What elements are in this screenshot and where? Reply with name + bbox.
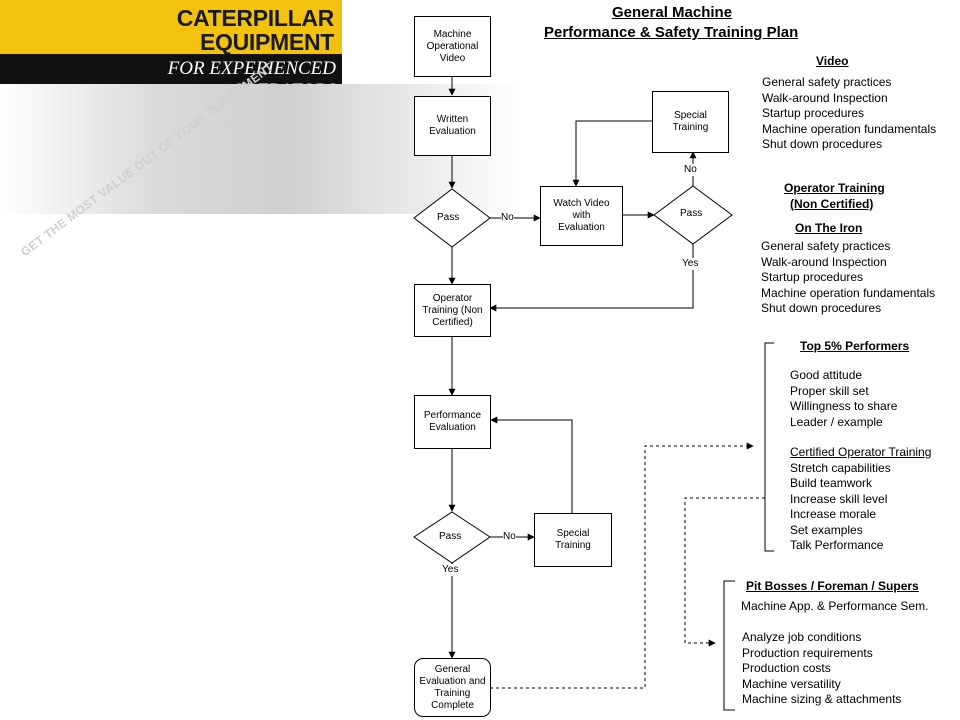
on-the-iron-heading: On The Iron bbox=[795, 221, 863, 235]
certified-training-subheading: Certified Operator Training bbox=[790, 445, 932, 459]
list-item: Walk-around Inspection bbox=[761, 254, 887, 269]
list-item: Leader / example bbox=[790, 414, 883, 429]
special-training-box-1: Special Training bbox=[652, 91, 729, 153]
general-evaluation-box: General Evaluation and Training Complete bbox=[414, 658, 491, 717]
operator-training-box: Operator Training (Non Certified) bbox=[414, 284, 491, 337]
list-item: Startup procedures bbox=[761, 270, 864, 284]
written-evaluation-box: Written Evaluation bbox=[414, 96, 491, 156]
pit-bosses-heading: Pit Bosses / Foreman / Supers bbox=[746, 579, 919, 593]
list-item: Stretch capabilities bbox=[790, 460, 891, 475]
logo-strip bbox=[0, 54, 342, 84]
machine-video-box: Machine Operational Video bbox=[414, 16, 491, 77]
logo-subtitle: FOR EXPERIENCED OPERATORS bbox=[167, 58, 336, 101]
list-item: Proper skill set bbox=[790, 383, 869, 398]
no-label-1: No bbox=[501, 212, 514, 224]
list-item: Startup procedures bbox=[762, 106, 865, 120]
operator-heading: Operator Training bbox=[784, 181, 885, 195]
list-item: Analyze job conditions bbox=[742, 630, 862, 644]
list-item: Machine operation fundamentals bbox=[761, 285, 936, 300]
list-item: Machine sizing & attachments bbox=[742, 692, 902, 706]
list-item: Talk Performance bbox=[790, 538, 884, 552]
list-item: Increase morale bbox=[790, 507, 877, 521]
operator-subheading: (Non Certified) bbox=[790, 197, 874, 211]
list-item: Build teamwork bbox=[790, 476, 873, 490]
list-item: Walk-around Inspection bbox=[762, 90, 888, 105]
list-item: Set examples bbox=[790, 522, 863, 537]
special-training-box-2: Special Training bbox=[534, 513, 612, 567]
pass-decision-3-label: Pass bbox=[439, 531, 462, 542]
list-item: Shut down procedures bbox=[761, 301, 882, 315]
list-item: Machine versatility bbox=[742, 676, 841, 691]
video-list: General safety practices Walk-around Ins… bbox=[762, 75, 936, 153]
video-heading: Video bbox=[816, 54, 849, 68]
list-item: Shut down procedures bbox=[762, 137, 883, 151]
performance-evaluation-box: Performance Evaluation bbox=[414, 395, 491, 449]
list-item: Machine operation fundamentals bbox=[762, 121, 937, 136]
list-item: Increase skill level bbox=[790, 491, 888, 506]
yes-label-2: Yes bbox=[682, 258, 699, 270]
yes-label-3: Yes bbox=[442, 564, 459, 576]
list-item: General safety practices bbox=[762, 75, 892, 89]
pass-decision-1-label: Pass bbox=[437, 212, 460, 223]
watch-video-box: Watch Video with Evaluation bbox=[540, 186, 623, 246]
title-line-1: General Machine bbox=[612, 4, 733, 21]
top-performers-heading: Top 5% Performers bbox=[800, 339, 910, 353]
list-item: Production requirements bbox=[742, 645, 873, 660]
pass-decision-2-label: Pass bbox=[680, 208, 703, 219]
list-item: Production costs bbox=[742, 661, 831, 675]
list-item: General safety practices bbox=[761, 239, 891, 253]
pit-bosses-intro: Machine App. & Performance Sem. bbox=[741, 599, 929, 613]
no-label-2: No bbox=[684, 164, 697, 176]
top-performers-list: Good attitude Proper skill set Willingne… bbox=[790, 368, 931, 554]
list-item: Good attitude bbox=[790, 368, 863, 382]
logo-title-line-1: CATERPILLAR bbox=[176, 5, 335, 31]
operator-list: General safety practices Walk-around Ins… bbox=[761, 239, 935, 317]
pit-bosses-list: Analyze job conditions Production requir… bbox=[742, 630, 901, 708]
list-item: Willingness to share bbox=[790, 399, 898, 413]
no-label-3: No bbox=[503, 531, 516, 543]
title-line-2: Performance & Safety Training Plan bbox=[544, 24, 799, 41]
